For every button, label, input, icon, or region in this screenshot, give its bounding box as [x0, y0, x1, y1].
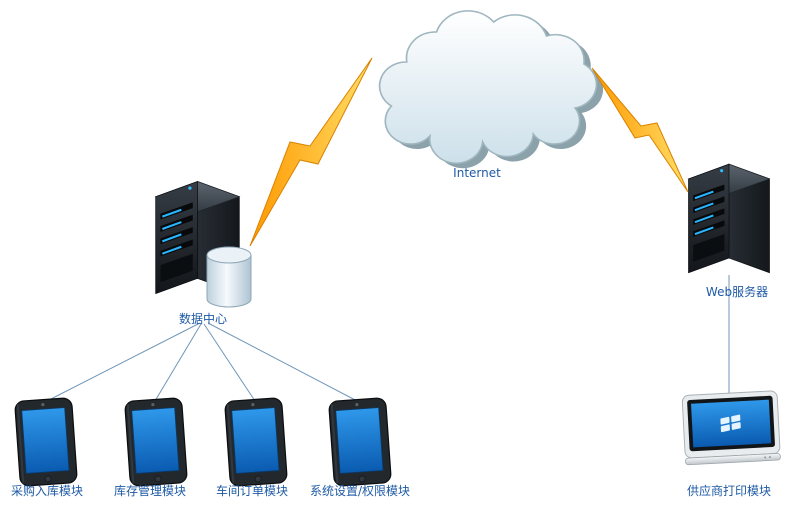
lightning-bolt-left-icon [249, 57, 373, 247]
tablet-icon-workshop-module [224, 397, 288, 487]
connector-data-center-to-inventory-module [154, 323, 202, 402]
settings-module-label: 系统设置/权限模块 [309, 484, 411, 498]
tablet-icon-inventory-module [124, 397, 188, 487]
supplier-print-tablet-icon [681, 390, 782, 466]
connector-lines [44, 275, 730, 403]
web-server-label: Web服务器 [705, 285, 769, 299]
web-server-icon [687, 163, 771, 274]
purchase-module-label: 采购入库模块 [10, 484, 83, 498]
internet-cloud-icon [378, 10, 604, 169]
lightning-bolt-right-icon [591, 67, 689, 193]
tablet-icon-settings-module [328, 397, 392, 487]
supplier-module-label: 供应商打印模块 [686, 484, 771, 498]
connector-data-center-to-settings-module [207, 322, 360, 403]
database-cylinder-icon [206, 246, 252, 308]
internet-label: Internet [453, 166, 501, 180]
connector-data-center-to-workshop-module [203, 323, 256, 402]
workshop-module-label: 车间订单模块 [215, 484, 288, 498]
data-center-label: 数据中心 [178, 312, 227, 326]
connector-data-center-to-purchase-module [44, 322, 201, 403]
inventory-module-label: 库存管理模块 [113, 484, 186, 498]
tablet-icon-purchase-module [14, 397, 78, 487]
